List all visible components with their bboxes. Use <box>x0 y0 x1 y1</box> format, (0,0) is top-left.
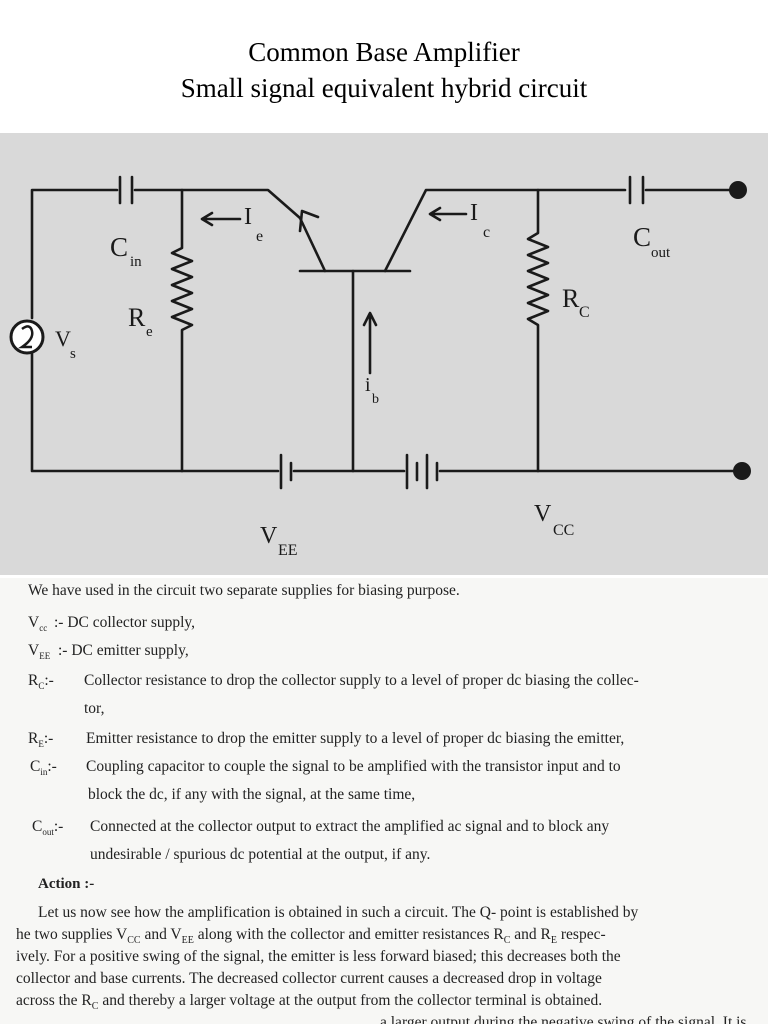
output-terminal-bottom <box>733 462 751 480</box>
para-line-1: Let us now see how the amplification is … <box>38 904 639 921</box>
term-re: RE:- <box>28 730 54 750</box>
ic-arrow <box>428 206 468 222</box>
circuit-diagram: C in R e I e I c C out R C V s i b V EE … <box>0 133 768 575</box>
term-rc: RC:- <box>28 672 54 692</box>
re-resistor <box>170 188 194 473</box>
output-terminal-top <box>729 181 747 199</box>
ib-label-sub: b <box>372 392 379 407</box>
ib-arrow <box>362 311 378 375</box>
vcc-label-sub: CC <box>553 522 574 539</box>
intro-text: We have used in the circuit two separate… <box>28 582 460 599</box>
title-line-2: Small signal equivalent hybrid circuit <box>180 73 588 103</box>
vs-source <box>9 319 45 355</box>
def-cin: Coupling capacitor to couple the signal … <box>86 758 621 775</box>
text-body: We have used in the circuit two separate… <box>0 578 768 1024</box>
term-cout: Cout:- <box>32 818 64 838</box>
def-cout: Connected at the collector output to ext… <box>90 818 610 835</box>
para-line-5: across the RC and thereby a larger volta… <box>16 992 603 1013</box>
vcc-label-main: V <box>534 501 552 527</box>
cin-label-main: C <box>110 232 128 262</box>
para-line-6: a larger output during the negative swin… <box>380 1014 747 1024</box>
rc-label-sub: C <box>579 304 590 321</box>
wire-left-top <box>30 188 119 320</box>
para-line-2: he two supplies VCC and VEE along with t… <box>16 926 606 947</box>
page-title: Common Base Amplifier Small signal equiv… <box>0 34 768 106</box>
cin-capacitor <box>118 175 134 205</box>
term-vcc: Vcc <box>28 614 48 634</box>
rc-resistor <box>526 188 550 473</box>
def-re: Emitter resistance to drop the emitter s… <box>86 730 625 747</box>
vee-battery <box>279 453 293 490</box>
def-cout-cont: undesirable / spurious dc potential at t… <box>90 846 431 863</box>
transistor-emitter-arrow <box>298 209 320 233</box>
vs-label-sub: s <box>70 346 76 362</box>
ib-label-main: i <box>365 374 371 396</box>
ie-label-main: I <box>244 204 252 230</box>
ic-label-sub: c <box>483 224 490 241</box>
title-line-1: Common Base Amplifier <box>248 37 520 67</box>
cin-label-sub: in <box>130 254 142 270</box>
circuit-svg: C in R e I e I c C out R C V s i b V EE … <box>9 175 751 559</box>
def-vcc: :- DC collector supply, <box>54 614 196 631</box>
wire-cin-to-emitter <box>133 188 302 220</box>
def-vee: :- DC emitter supply, <box>58 642 189 659</box>
def-rc: Collector resistance to drop the collect… <box>84 672 639 689</box>
cout-label-main: C <box>633 222 651 252</box>
vs-source-symbol <box>17 325 34 349</box>
rc-label-main: R <box>562 284 580 313</box>
term-vee: VEE <box>28 642 51 662</box>
def-rc-cont: tor, <box>84 700 105 717</box>
re-label-main: R <box>128 303 146 332</box>
para-line-4: collector and base currents. The decreas… <box>16 970 602 987</box>
vee-label-main: V <box>260 523 278 549</box>
vs-label-main: V <box>55 326 71 351</box>
vcc-battery <box>405 453 439 490</box>
transistor-collector <box>383 188 627 273</box>
cout-label-sub: out <box>651 245 671 261</box>
re-label-sub: e <box>146 324 153 340</box>
action-heading: Action :- <box>38 876 95 892</box>
ie-label-sub: e <box>256 228 263 245</box>
def-cin-cont: block the dc, if any with the signal, at… <box>88 786 416 803</box>
ic-label-main: I <box>470 200 478 226</box>
ie-arrow <box>200 211 242 227</box>
cout-capacitor <box>628 175 645 205</box>
transistor-emitter <box>298 216 327 273</box>
para-line-3: ively. For a positive swing of the signa… <box>16 948 621 965</box>
term-cin: Cin:- <box>30 758 57 778</box>
wire-left-bottom <box>30 338 280 473</box>
vee-label-sub: EE <box>278 542 298 559</box>
